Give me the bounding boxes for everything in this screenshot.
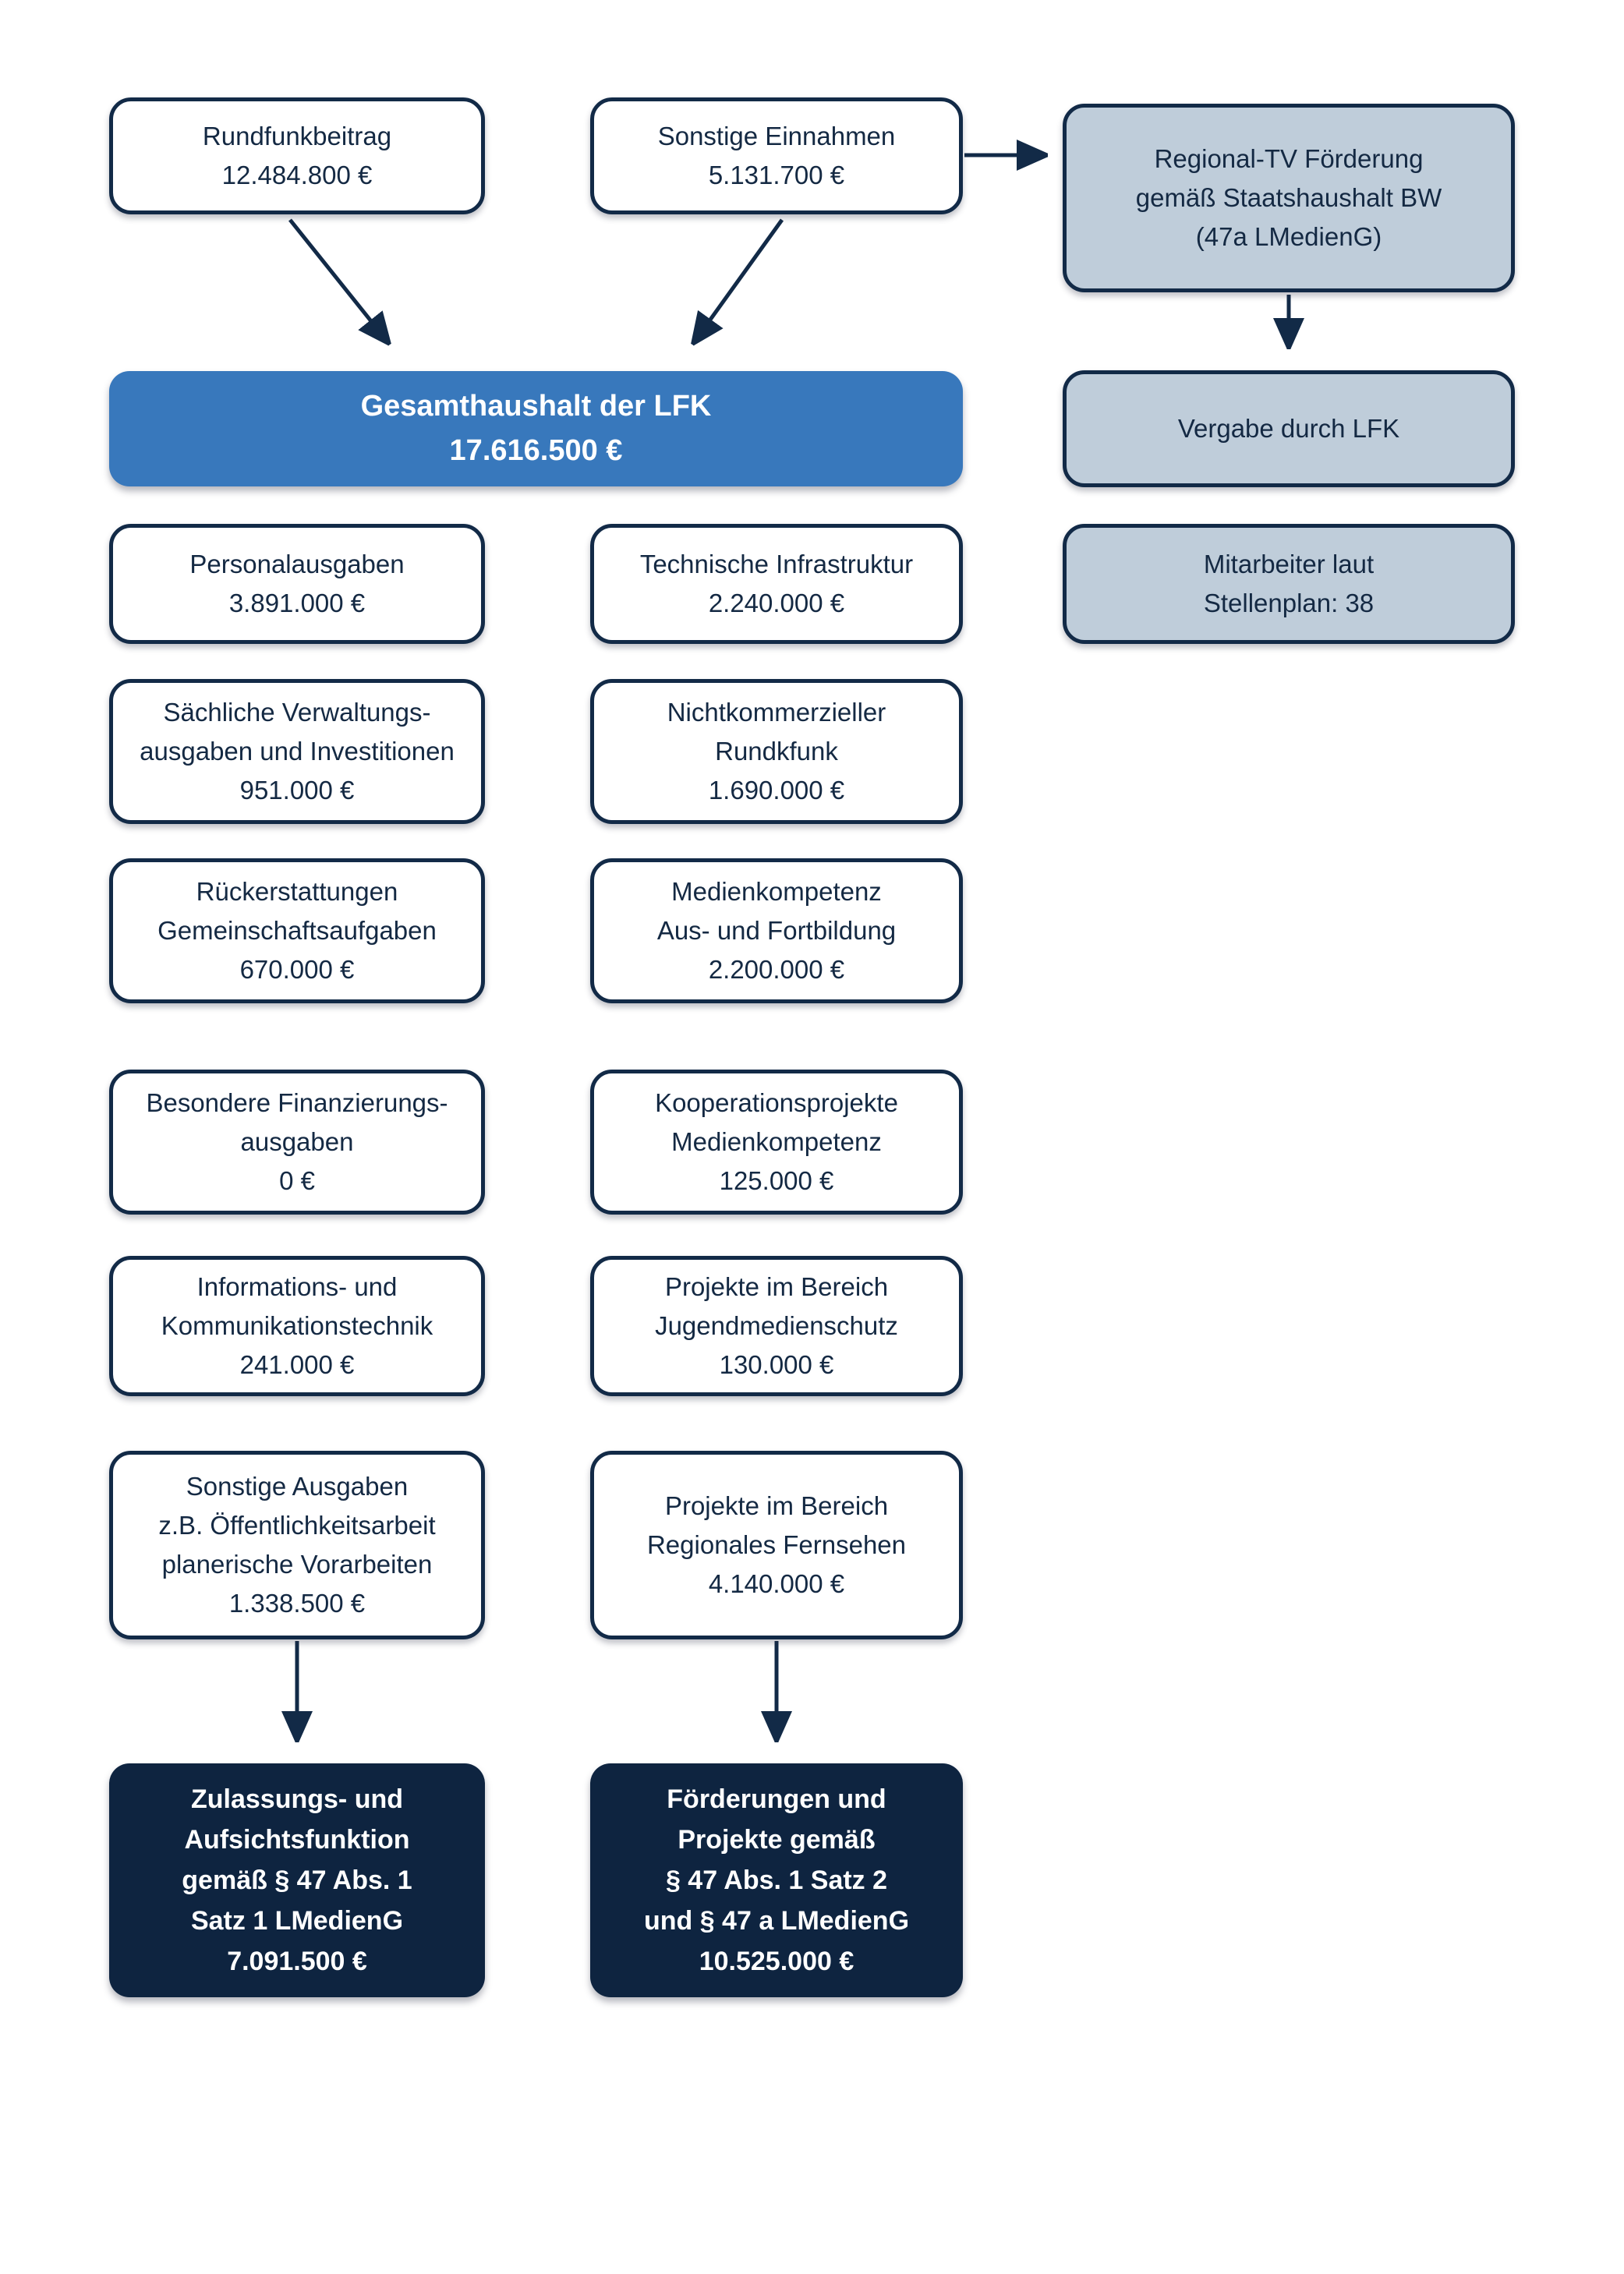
box-gesamthaushalt: Gesamthaushalt der LFK 17.616.500 € (109, 371, 963, 486)
box-medienkompetenz-fortbildung: Medienkompetenz Aus- und Fortbildung 2.2… (590, 858, 963, 1003)
box-personalausgaben-label: Personalausgaben 3.891.000 € (189, 550, 405, 617)
box-rundfunkbeitrag: Rundfunkbeitrag 12.484.800 € (109, 97, 485, 214)
box-zulassungs-aufsichtsfunktion-label: Zulassungs- und Aufsichtsfunktion gemäß … (182, 1784, 412, 1976)
box-saechliche-verwaltungsausgaben: Sächliche Verwaltungs- ausgaben und Inve… (109, 679, 485, 824)
box-vergabe-durch-lfk: Vergabe durch LFK (1063, 370, 1515, 487)
box-mitarbeiter-stellenplan-label: Mitarbeiter laut Stellenplan: 38 (1203, 550, 1375, 617)
box-informations-kommunikationstechnik: Informations- und Kommunikationstechnik … (109, 1256, 485, 1396)
box-saechliche-verwaltungsausgaben-label: Sächliche Verwaltungs- ausgaben und Inve… (140, 698, 455, 805)
box-kooperationsprojekte-medienkompetenz-label: Kooperationsprojekte Medienkompetenz 125… (655, 1088, 898, 1195)
box-projekte-jugendmedienschutz-label: Projekte im Bereich Jugendmedienschutz 1… (655, 1272, 898, 1379)
box-projekte-jugendmedienschutz: Projekte im Bereich Jugendmedienschutz 1… (590, 1256, 963, 1396)
arrow-rundfunkbeitrag-to-gesamthaushalt (288, 218, 390, 345)
box-sonstige-ausgaben: Sonstige Ausgaben z.B. Öffentlichkeitsar… (109, 1451, 485, 1639)
box-rueckerstattungen-label: Rückerstattungen Gemeinschaftsaufgaben 6… (157, 877, 437, 984)
box-projekte-regionales-fernsehen-label: Projekte im Bereich Regionales Fernsehen… (646, 1491, 907, 1598)
box-kooperationsprojekte-medienkompetenz: Kooperationsprojekte Medienkompetenz 125… (590, 1070, 963, 1215)
box-informations-kommunikationstechnik-label: Informations- und Kommunikationstechnik … (161, 1272, 433, 1379)
box-rundfunkbeitrag-label: Rundfunkbeitrag 12.484.800 € (202, 122, 392, 189)
box-personalausgaben: Personalausgaben 3.891.000 € (109, 524, 485, 644)
box-regional-tv-foerderung: Regional-TV Förderung gemäß Staatshausha… (1063, 104, 1515, 292)
box-nichtkommerzieller-rundfunk-label: Nichtkommerzieller Rundkfunk 1.690.000 € (667, 698, 886, 805)
box-zulassungs-aufsichtsfunktion: Zulassungs- und Aufsichtsfunktion gemäß … (109, 1763, 485, 1997)
box-regional-tv-foerderung-label: Regional-TV Förderung gemäß Staatshausha… (1135, 144, 1442, 251)
box-sonstige-einnahmen: Sonstige Einnahmen 5.131.700 € (590, 97, 963, 214)
box-nichtkommerzieller-rundfunk: Nichtkommerzieller Rundkfunk 1.690.000 € (590, 679, 963, 824)
box-projekte-regionales-fernsehen: Projekte im Bereich Regionales Fernsehen… (590, 1451, 963, 1639)
arrow-sonstige-to-gesamthaushalt (692, 218, 784, 345)
box-foerderungen-projekte-label: Förderungen und Projekte gemäß § 47 Abs.… (643, 1784, 910, 1976)
box-sonstige-einnahmen-label: Sonstige Einnahmen 5.131.700 € (657, 122, 896, 189)
box-foerderungen-projekte: Förderungen und Projekte gemäß § 47 Abs.… (590, 1763, 963, 1997)
box-besondere-finanzierungsausgaben-label: Besondere Finanzierungs- ausgaben 0 € (146, 1088, 448, 1195)
box-vergabe-durch-lfk-label: Vergabe durch LFK (1177, 414, 1400, 443)
box-rueckerstattungen: Rückerstattungen Gemeinschaftsaufgaben 6… (109, 858, 485, 1003)
box-technische-infrastruktur: Technische Infrastruktur 2.240.000 € (590, 524, 963, 644)
box-mitarbeiter-stellenplan: Mitarbeiter laut Stellenplan: 38 (1063, 524, 1515, 644)
box-gesamthaushalt-label: Gesamthaushalt der LFK 17.616.500 € (360, 390, 712, 467)
box-technische-infrastruktur-label: Technische Infrastruktur 2.240.000 € (639, 550, 914, 617)
box-medienkompetenz-fortbildung-label: Medienkompetenz Aus- und Fortbildung 2.2… (656, 877, 897, 984)
box-besondere-finanzierungsausgaben: Besondere Finanzierungs- ausgaben 0 € (109, 1070, 485, 1215)
box-sonstige-ausgaben-label: Sonstige Ausgaben z.B. Öffentlichkeitsar… (158, 1472, 436, 1618)
